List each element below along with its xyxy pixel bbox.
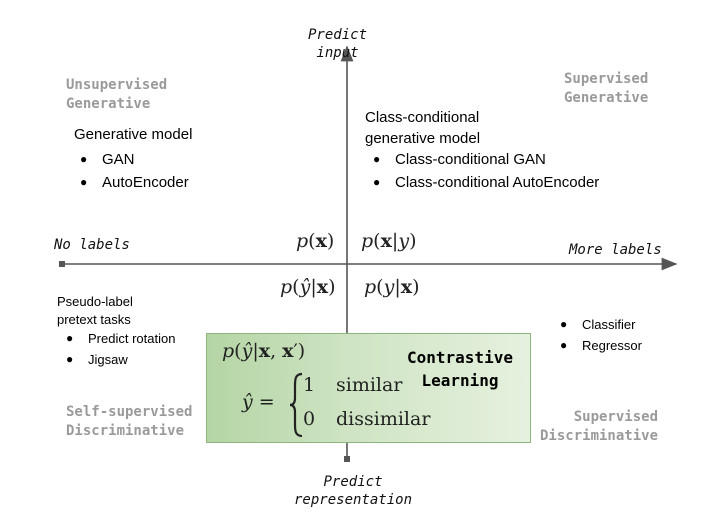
list-item: ●AutoEncoder <box>80 174 189 191</box>
curly-brace <box>289 372 303 438</box>
pseudo-label-heading: Pseudo-label pretext tasks <box>57 294 133 327</box>
formula-p-x-given-y: p(x|y) <box>361 230 417 252</box>
axis-label-left: No labels <box>54 237 130 253</box>
formula-p-x: p(x) <box>296 230 335 252</box>
pseudo-label-list: ●Predict rotation ●Jigsaw <box>66 328 175 370</box>
left-axis-end <box>59 261 65 267</box>
axis-label-top: Predict input <box>308 27 368 61</box>
generative-heading: Generative model <box>74 126 193 143</box>
axis-label-right: More labels <box>569 242 662 258</box>
list-item: ●Predict rotation <box>66 331 176 346</box>
case-dissimilar-label: dissimilar <box>336 408 431 430</box>
formula-p-y-given-x: p(y|x) <box>364 276 420 298</box>
generative-list: ●GAN ●AutoEncoder <box>80 148 189 194</box>
list-item: ●Classifier <box>560 317 636 332</box>
list-item: ●Class-conditional GAN <box>373 151 546 168</box>
quadrant-top-right: Supervised Generative <box>564 71 649 106</box>
class-conditional-list: ●Class-conditional GAN ●Class-conditiona… <box>373 148 599 194</box>
yhat-label: ŷ = <box>242 391 275 413</box>
case-similar-value: 1 <box>303 374 316 396</box>
axis-label-bottom: Predict representation <box>294 474 413 508</box>
case-similar-label: similar <box>336 374 403 396</box>
quadrant-bottom-right: Supervised Discriminative <box>540 409 659 444</box>
class-conditional-heading: Class-conditional generative model <box>365 109 481 147</box>
contrastive-box <box>206 333 531 443</box>
contrastive-title: Contrastive Learning <box>407 348 513 390</box>
bottom-axis-end <box>344 456 350 462</box>
list-item: ●Regressor <box>560 338 642 353</box>
formula-contrastive: p(ŷ|x, x′) <box>222 340 306 362</box>
list-item: ●GAN <box>80 151 135 168</box>
quadrant-bottom-left: Self-supervised Discriminative <box>66 404 193 439</box>
quadrant-top-left: Unsupervised Generative <box>66 77 168 112</box>
case-dissimilar-value: 0 <box>303 408 316 430</box>
list-item: ●Jigsaw <box>66 352 128 367</box>
supervised-list: ●Classifier ●Regressor <box>560 314 642 356</box>
list-item: ●Class-conditional AutoEncoder <box>373 174 600 191</box>
formula-p-yhat-given-x: p(ŷ|x) <box>280 276 336 298</box>
